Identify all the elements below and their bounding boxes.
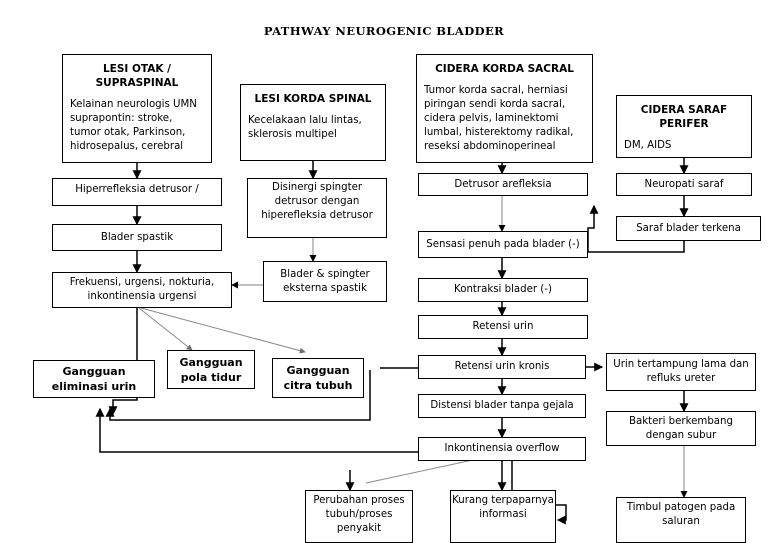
node-frekuensi-urgensi[interactable]: Frekuensi, urgensi, nokturia, inkontinen… <box>52 272 232 308</box>
node-bakteri-berkembang[interactable]: Bakteri berkembang dengan subur <box>606 411 756 446</box>
node-disinergi-spingter-label: Disinergi spingter detrusor dengan hiper… <box>261 182 373 221</box>
node-cidera-saraf-perifer-body: DM, AIDS <box>624 140 672 151</box>
node-cidera-korda-sacral-body: Tumor korda sacral, herniasi piringan se… <box>424 85 574 152</box>
node-blader-spingter-eksterna-label: Blader & spingter eksterna spastik <box>280 268 370 294</box>
node-lesi-korda-spinal-heading: LESI KORDA SPINAL <box>254 93 372 105</box>
node-saraf-blader-terkena[interactable]: Saraf blader terkena <box>616 216 761 241</box>
node-lesi-korda-spinal-body: Kecelakaan lalu lintas, sklerosis multip… <box>248 115 362 140</box>
node-gangguan-eliminasi-urin-label: Gangguan eliminasi urin <box>51 365 137 393</box>
node-detrusor-arefleksia[interactable]: Detrusor arefleksia <box>418 173 588 196</box>
node-inkontinensia-overflow[interactable]: Inkontinensia overflow <box>418 437 586 461</box>
node-urin-tertampung[interactable]: Urin tertampung lama dan refluks ureter <box>606 353 756 391</box>
node-bakteri-berkembang-label: Bakteri berkembang dengan subur <box>629 415 733 441</box>
node-sensasi-penuh-label: Sensasi penuh pada blader (-) <box>426 238 580 250</box>
node-perubahan-proses-tubuh[interactable]: Perubahan proses tubuh/proses penyakit <box>305 490 413 543</box>
node-lesi-korda-spinal[interactable]: LESI KORDA SPINAL Kecelakaan lalu lintas… <box>240 84 386 161</box>
node-cidera-korda-sacral-heading: CIDERA KORDA SACRAL <box>435 63 574 75</box>
node-gangguan-eliminasi-urin[interactable]: Gangguan eliminasi urin <box>33 360 155 398</box>
node-detrusor-arefleksia-label: Detrusor arefleksia <box>454 178 552 190</box>
node-blader-spastik-label: Blader spastik <box>100 231 174 243</box>
node-cidera-korda-sacral[interactable]: CIDERA KORDA SACRAL Tumor korda sacral, … <box>416 54 593 163</box>
node-lesi-otak[interactable]: LESI OTAK / SUPRASPINAL Kelainan neurolo… <box>62 54 212 163</box>
node-gangguan-citra-tubuh-label: Gangguan citra tubuh <box>283 364 353 392</box>
node-saraf-blader-terkena-label: Saraf blader terkena <box>636 222 741 234</box>
node-gangguan-pola-tidur-label: Gangguan pola tidur <box>179 355 243 384</box>
node-retensi-urin-label: Retensi urin <box>472 321 534 332</box>
node-blader-spastik[interactable]: Blader spastik <box>52 224 222 251</box>
node-kurang-terpapar-informasi[interactable]: Kurang terpaparnya informasi <box>450 490 556 543</box>
node-inkontinensia-overflow-label: Inkontinensia overflow <box>444 443 560 454</box>
node-frekuensi-urgensi-label: Frekuensi, urgensi, nokturia, inkontinen… <box>69 277 215 302</box>
node-retensi-urin-kronis-label: Retensi urin kronis <box>454 361 550 372</box>
node-cidera-saraf-perifer[interactable]: CIDERA SARAF PERIFER DM, AIDS <box>616 95 752 158</box>
node-gangguan-pola-tidur[interactable]: Gangguan pola tidur <box>167 350 255 389</box>
node-gangguan-citra-tubuh[interactable]: Gangguan citra tubuh <box>272 358 364 398</box>
node-kontraksi-blader-label: Kontraksi blader (-) <box>454 284 552 295</box>
node-hiperrefleksia-detrusor[interactable]: Hiperrefleksia detrusor / <box>52 178 222 206</box>
node-neuropati-saraf-label: Neuropati saraf <box>644 178 724 190</box>
node-disinergi-spingter[interactable]: Disinergi spingter detrusor dengan hiper… <box>247 178 387 238</box>
node-timbul-patogen-label: Timbul patogen pada saluran <box>626 502 736 527</box>
node-distensi-blader-label: Distensi blader tanpa gejala <box>430 400 574 411</box>
node-neuropati-saraf[interactable]: Neuropati saraf <box>616 173 752 196</box>
node-blader-spingter-eksterna[interactable]: Blader & spingter eksterna spastik <box>263 261 387 302</box>
node-retensi-urin-kronis[interactable]: Retensi urin kronis <box>418 355 586 379</box>
node-kurang-terpapar-informasi-label: Kurang terpaparnya informasi <box>452 495 554 520</box>
page-title: PATHWAY NEUROGENIC BLADDER <box>263 24 505 38</box>
node-urin-tertampung-label: Urin tertampung lama dan refluks ureter <box>613 359 749 384</box>
node-sensasi-penuh[interactable]: Sensasi penuh pada blader (-) <box>418 231 588 258</box>
node-lesi-otak-body: Kelainan neurologis UMN suprapontin: str… <box>70 99 197 152</box>
node-timbul-patogen[interactable]: Timbul patogen pada saluran <box>616 497 746 543</box>
node-cidera-saraf-perifer-heading: CIDERA SARAF PERIFER <box>640 104 728 130</box>
node-kontraksi-blader[interactable]: Kontraksi blader (-) <box>418 278 588 302</box>
node-lesi-otak-heading: LESI OTAK / SUPRASPINAL <box>95 63 179 89</box>
node-hiperrefleksia-detrusor-label: Hiperrefleksia detrusor / <box>75 184 199 195</box>
node-distensi-blader[interactable]: Distensi blader tanpa gejala <box>418 394 586 418</box>
node-perubahan-proses-tubuh-label: Perubahan proses tubuh/proses penyakit <box>313 495 405 534</box>
node-retensi-urin[interactable]: Retensi urin <box>418 315 588 339</box>
